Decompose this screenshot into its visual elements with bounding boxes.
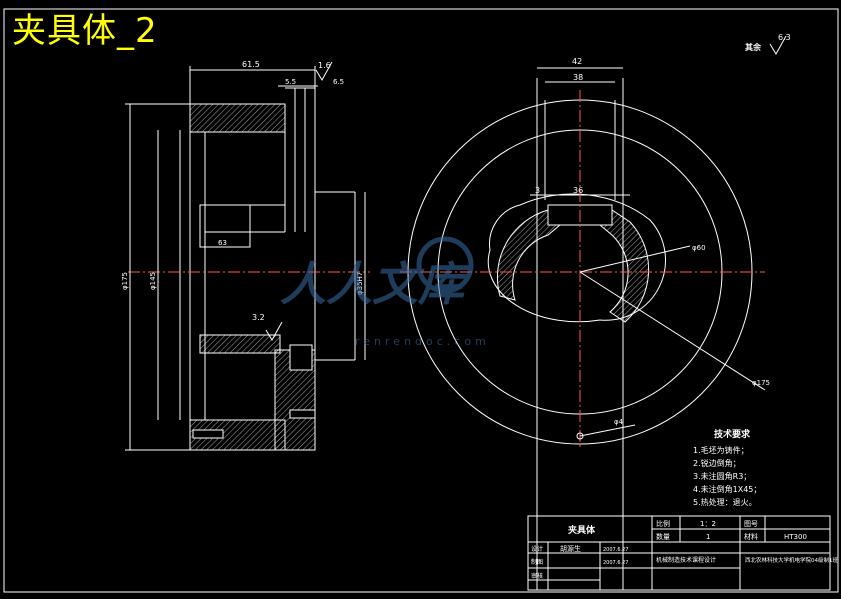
dim-42: 42 — [572, 57, 582, 66]
tech-item: 3.未注圆角R3； — [693, 471, 751, 481]
dim-61-5: 61.5 — [242, 60, 260, 69]
material-label: 材料 — [744, 532, 758, 541]
roughness-mid: 3.2 — [252, 313, 265, 322]
roughness-general-value: 6.3 — [778, 33, 791, 42]
school-name: 西北农林科技大学机电学院04级制1班 — [745, 556, 838, 564]
draft-date: 2007.6.27 — [603, 560, 628, 566]
drafter-label: 制图 — [531, 558, 543, 566]
qty-label: 数量 — [656, 532, 670, 541]
dim-36: 36 — [573, 186, 583, 195]
dim-phi-35h7: φ35H7 — [356, 272, 364, 295]
designer-name: 胡源生 — [560, 544, 581, 553]
dim-phi-175-left: φ175 — [121, 272, 129, 290]
tech-item: 2.锐边倒角； — [693, 458, 741, 468]
dim-phi-4: φ4 — [614, 418, 624, 426]
dim-5-5: 5.5 — [285, 78, 296, 86]
roughness-general-label: 其余 — [745, 42, 762, 52]
checker-label: 审核 — [531, 572, 543, 580]
dim-6-5: 6.5 — [333, 78, 344, 86]
course-title: 机械制造技术课程设计 — [656, 556, 716, 564]
designer-label: 设计 — [531, 545, 543, 553]
tech-heading: 技术要求 — [714, 428, 751, 440]
dim-phi-60: φ60 — [692, 244, 706, 252]
technical-requirements: 技术要求 1.毛坯为铸件； 2.锐边倒角； 3.未注圆角R3； 4.未注倒角1X… — [693, 428, 761, 507]
design-date: 2007.6.27 — [603, 547, 628, 553]
watermark-url: renrendoc.com — [355, 335, 490, 348]
right-plan-view — [400, 35, 787, 590]
watermark-text: 人人文库 — [280, 257, 472, 311]
roughness-top: 1.6 — [318, 61, 331, 70]
title-block — [527, 515, 831, 591]
dim-3: 3 — [535, 186, 540, 195]
scale-label: 比例 — [656, 519, 670, 528]
dim-phi-175-right: φ175 — [752, 379, 770, 387]
watermark: 人人文库 renrendoc.com — [280, 236, 490, 348]
dim-phi-145: φ145 — [149, 272, 157, 290]
drawing-title: 夹具体_2 — [12, 11, 158, 51]
drawing-no-label: 图号 — [744, 520, 758, 528]
left-section-view — [125, 61, 370, 451]
dim-63: 63 — [218, 239, 227, 247]
tech-item: 1.毛坯为铸件； — [693, 445, 749, 455]
dim-38: 38 — [573, 73, 583, 82]
tech-item: 4.未注倒角1X45； — [693, 484, 761, 494]
qty-value: 1 — [706, 533, 710, 541]
scale-value: 1：2 — [700, 520, 716, 528]
tech-item: 5.热处理：退火。 — [693, 497, 757, 507]
part-name: 夹具体 — [568, 524, 596, 536]
material-value: HT300 — [784, 533, 807, 541]
